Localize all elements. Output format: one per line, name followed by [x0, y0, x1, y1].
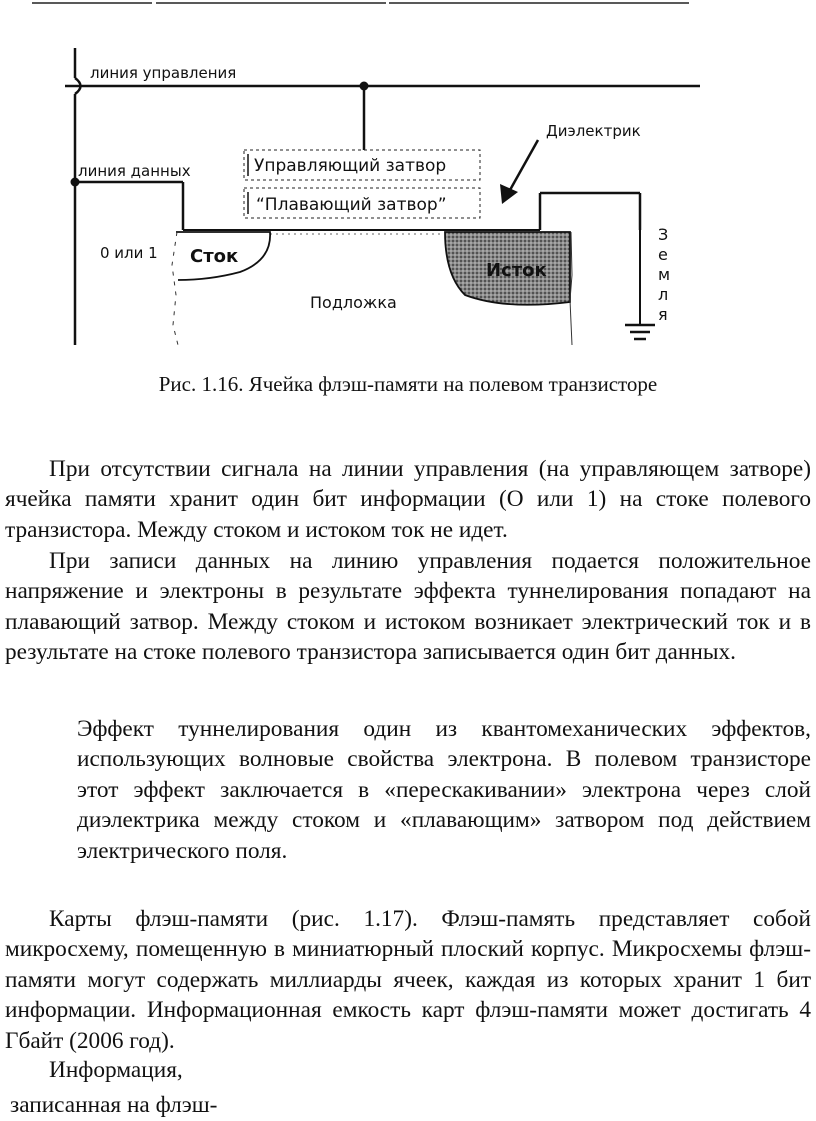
- floating-gate-label: “Плавающий затвор”: [256, 195, 447, 215]
- dielectric-label: Диэлектрик: [546, 122, 641, 140]
- paragraph-no-signal: При отсутствии сигнала на линии управлен…: [5, 456, 811, 543]
- paragraph-flash-cards: Карты флэш-памяти (рис. 1.17). Флэш-памя…: [5, 906, 811, 1054]
- junction-dot: [70, 177, 80, 187]
- dielectric-arrow: [508, 139, 540, 191]
- substrate-right-edge: [569, 231, 573, 346]
- substrate-label: Подложка: [310, 293, 397, 312]
- source-label: Исток: [486, 260, 547, 281]
- paragraph-write-data: При записи данных на линию управления по…: [5, 548, 811, 666]
- control-line-label: линия управления: [90, 64, 236, 82]
- ground-label-letter: л: [658, 285, 668, 304]
- control-gate-label: Управляющий затвор: [254, 156, 446, 176]
- ground-label-letter: м: [658, 265, 670, 284]
- line-crossover: [74, 76, 82, 96]
- control-gate-box: [243, 149, 481, 181]
- flash-cell-diagram: линия управления линия данных Управляющи…: [60, 40, 700, 360]
- substrate-left-edge: [171, 231, 179, 346]
- paragraph-tunneling-note: Эффект туннелирования один из квантомеха…: [77, 716, 811, 864]
- source-region: [444, 231, 571, 306]
- drain-label: Сток: [190, 246, 238, 267]
- drain-region: [176, 231, 271, 281]
- figure-caption: Рис. 1.16. Ячейка флэш-памяти на полевом…: [158, 372, 658, 396]
- paragraph-information: Информация,: [49, 1057, 183, 1083]
- bit-value-label: 0 или 1: [100, 244, 158, 262]
- ground-label-letter: я: [658, 305, 668, 324]
- paragraph-written-on-flash: записанная на флэш-: [10, 1092, 218, 1118]
- ground-label-letter: З: [658, 225, 668, 244]
- top-rule-remnant: [32, 2, 732, 4]
- floating-gate-box: [243, 187, 481, 219]
- ground-label-letter: е: [658, 245, 668, 264]
- data-line-label: линия данных: [78, 162, 191, 180]
